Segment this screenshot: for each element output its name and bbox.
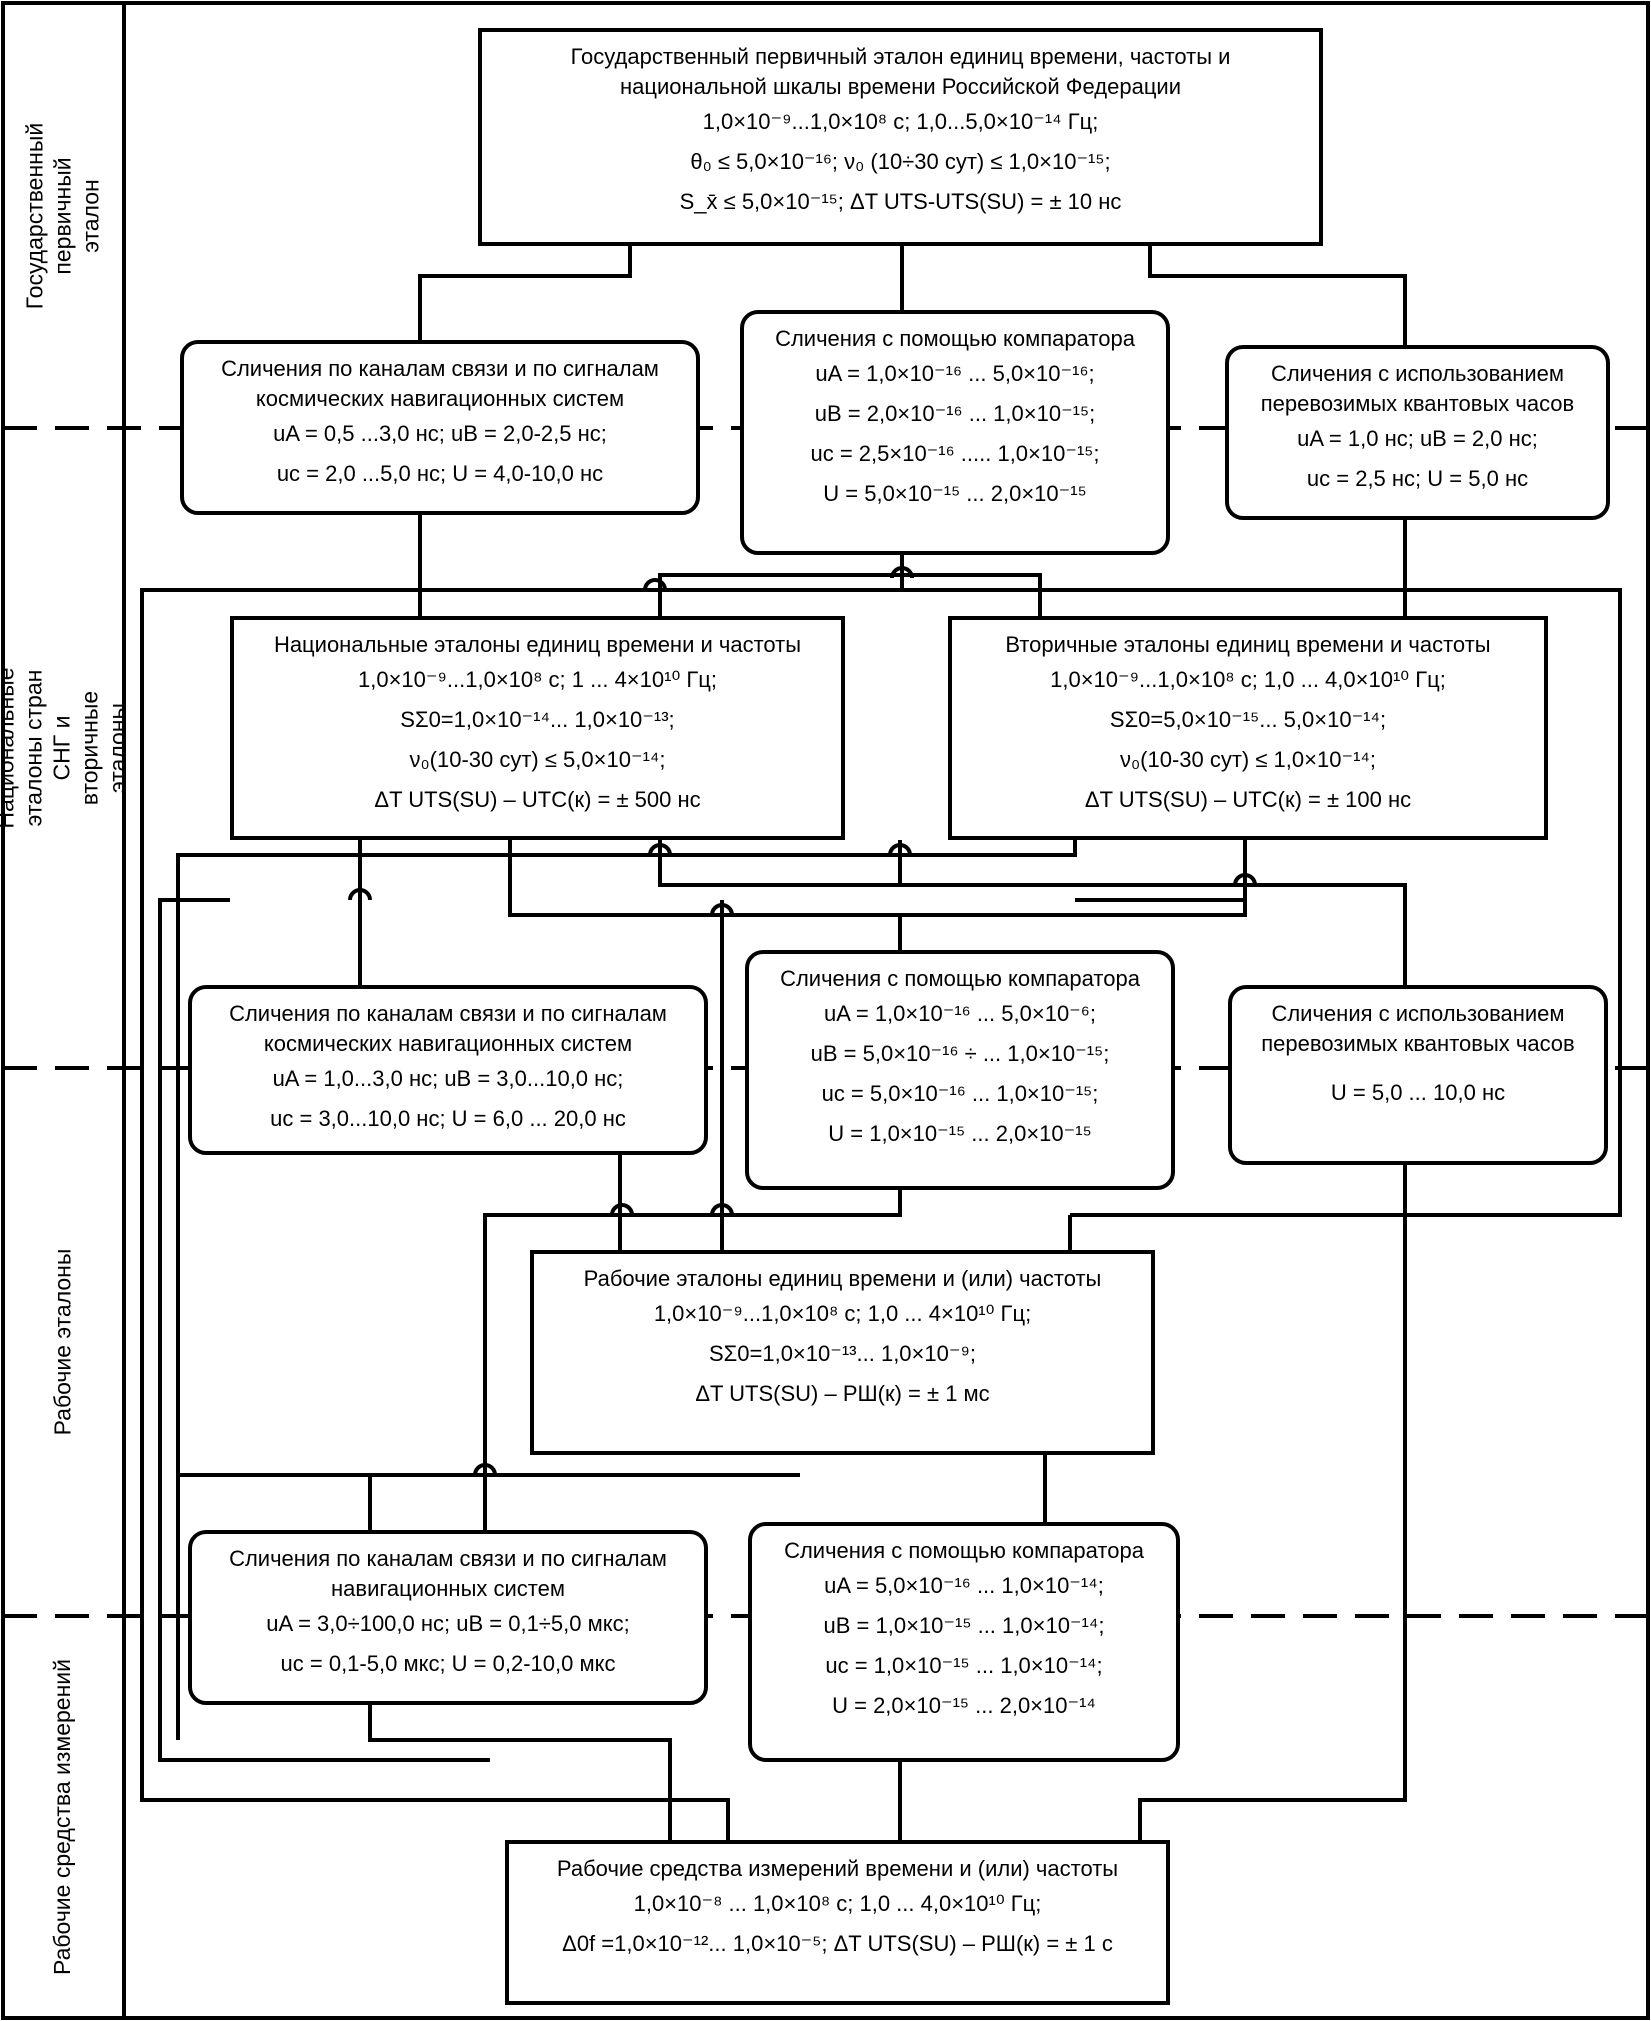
national-standards-box: Национальные эталоны единиц времени и ча… [230, 616, 845, 840]
box-title: Национальные эталоны единиц времени и ча… [273, 632, 802, 657]
primary-standard-box: Государственный первичный эталон единиц … [478, 28, 1323, 246]
box-title: Сличения по каналам связи и по сигналам … [229, 1001, 667, 1056]
box-line: uB = 5,0×10⁻¹⁶ ÷ ... 1,0×10⁻¹⁵; [810, 1041, 1110, 1066]
box-title: Сличения с помощью компаратора [775, 326, 1135, 351]
l2-quantum-clock-box: Сличения с использованием перевозимых кв… [1228, 985, 1608, 1165]
level-label-working: Рабочие эталоны [49, 1248, 75, 1436]
box-line: U = 1,0×10⁻¹⁵ ... 2,0×10⁻¹⁵ [828, 1121, 1092, 1146]
secondary-standards-box: Вторичные эталоны единиц времени и часто… [948, 616, 1548, 840]
box-title: Вторичные эталоны единиц времени и часто… [1005, 632, 1491, 657]
box-title: Сличения по каналам связи и по сигналам … [221, 356, 659, 411]
box-line: ΔT UTS(SU) – UTC(к) = ± 100 нс [1084, 787, 1412, 812]
box-line: uA = 1,0 нс; uB = 2,0 нс; [1297, 426, 1538, 451]
box-line: uc = 2,0 ...5,0 нс; U = 4,0-10,0 нс [276, 461, 604, 486]
box-line: uA = 3,0÷100,0 нс; uB = 0,1÷5,0 мкс; [266, 1611, 630, 1636]
box-title: Сличения по каналам связи и по сигналам … [229, 1546, 667, 1601]
box-line: ΔT UTS(SU) – РШ(к) = ± 1 мс [695, 1381, 990, 1406]
box-line: uc = 1,0×10⁻¹⁵ ... 1,0×10⁻¹⁴; [825, 1653, 1103, 1678]
box-line: SΣ0=1,0×10⁻¹³... 1,0×10⁻⁹; [708, 1341, 977, 1366]
box-title: Рабочие эталоны единиц времени и (или) ч… [583, 1266, 1102, 1291]
box-line: S_x̄ ≤ 5,0×10⁻¹⁵; ΔT UTS-UTS(SU) = ± 10 … [679, 189, 1122, 214]
box-line: uA = 1,0...3,0 нс; uB = 3,0...10,0 нс; [272, 1066, 624, 1091]
box-line: uc = 2,5 нс; U = 5,0 нс [1306, 466, 1529, 491]
box-line: uA = 0,5 ...3,0 нс; uB = 2,0-2,5 нс; [273, 421, 607, 446]
box-line: Δ0f =1,0×10⁻¹²... 1,0×10⁻⁵; ΔT UTS(SU) –… [562, 1931, 1113, 1956]
box-title: Сличения с помощью компаратора [784, 1538, 1144, 1563]
l1-comm-comparison-box: Сличения по каналам связи и по сигналам … [180, 340, 700, 515]
box-line: uA = 1,0×10⁻¹⁶ ... 5,0×10⁻⁶; [824, 1001, 1096, 1026]
box-line: ΔT UTS(SU) – UTC(к) = ± 500 нс [374, 787, 701, 812]
box-line: 1,0×10⁻⁸ ... 1,0×10⁸ с; 1,0 ... 4,0×10¹⁰… [633, 1891, 1042, 1916]
box-line: uB = 1,0×10⁻¹⁵ ... 1,0×10⁻¹⁴; [823, 1613, 1105, 1638]
box-line: U = 2,0×10⁻¹⁵ ... 2,0×10⁻¹⁴ [832, 1693, 1096, 1718]
box-title: Рабочие средства измерений времени и (ил… [556, 1856, 1119, 1881]
working-standards-box: Рабочие эталоны единиц времени и (или) ч… [530, 1250, 1155, 1455]
l2-comm-comparison-box: Сличения по каналам связи и по сигналам … [188, 985, 708, 1155]
box-title: Государственный первичный эталон единиц … [570, 44, 1231, 99]
l3-comm-comparison-box: Сличения по каналам связи и по сигналам … [188, 1530, 708, 1705]
l2-comparator-box: Сличения с помощью компаратора uA = 1,0×… [745, 950, 1175, 1190]
l1-quantum-clock-box: Сличения с использованием перевозимых кв… [1225, 345, 1610, 520]
box-title: Сличения с помощью компаратора [780, 966, 1140, 991]
box-line: U = 5,0 ... 10,0 нс [1330, 1080, 1506, 1105]
box-line: uc = 0,1-5,0 мкс; U = 0,2-10,0 мкс [280, 1651, 616, 1676]
l1-comparator-box: Сличения с помощью компаратора uA = 1,0×… [740, 310, 1170, 555]
l3-comparator-box: Сличения с помощью компаратора uA = 5,0×… [748, 1522, 1180, 1762]
box-line: ν₀(10-30 сут) ≤ 5,0×10⁻¹⁴; [409, 747, 666, 772]
box-line: 1,0×10⁻⁹...1,0×10⁸ с; 1,0 ... 4,0×10¹⁰ Г… [1050, 667, 1446, 692]
box-line: uB = 2,0×10⁻¹⁶ ... 1,0×10⁻¹⁵; [814, 401, 1096, 426]
box-line: 1,0×10⁻⁹...1,0×10⁸ с; 1 ... 4×10¹⁰ Гц; [357, 667, 718, 692]
box-line: U = 5,0×10⁻¹⁵ ... 2,0×10⁻¹⁵ [823, 481, 1087, 506]
working-instruments-box: Рабочие средства измерений времени и (ил… [505, 1840, 1170, 2005]
box-line: uc = 5,0×10⁻¹⁶ ... 1,0×10⁻¹⁵; [821, 1081, 1099, 1106]
box-title: Сличения с использованием перевозимых кв… [1260, 361, 1575, 416]
level-label-instruments: Рабочие средства измерений [49, 1659, 75, 1975]
box-line: SΣ0=5,0×10⁻¹⁵... 5,0×10⁻¹⁴; [1109, 707, 1387, 732]
box-line: uc = 2,5×10⁻¹⁶ ..... 1,0×10⁻¹⁵; [810, 441, 1100, 466]
box-line: uA = 1,0×10⁻¹⁶ ... 5,0×10⁻¹⁶; [815, 361, 1095, 386]
box-title: Сличения с использованием перевозимых кв… [1261, 1001, 1575, 1056]
box-line: 1,0×10⁻⁹...1,0×10⁸ с; 1,0 ... 4×10¹⁰ Гц; [653, 1301, 1032, 1326]
level-label-national: Национальные эталоны стран СНГ и вторичн… [0, 667, 132, 829]
box-line: SΣ0=1,0×10⁻¹⁴... 1,0×10⁻¹³; [400, 707, 675, 732]
box-line: uA = 5,0×10⁻¹⁶ ... 1,0×10⁻¹⁴; [824, 1573, 1104, 1598]
box-line: uc = 3,0...10,0 нс; U = 6,0 ... 20,0 нс [270, 1106, 626, 1131]
box-line: 1,0×10⁻⁹...1,0×10⁸ с; 1,0...5,0×10⁻¹⁴ Гц… [702, 109, 1099, 134]
level-label-primary: Государственный первичный эталон [21, 122, 104, 309]
box-line: ν₀(10-30 сут) ≤ 1,0×10⁻¹⁴; [1120, 747, 1376, 772]
box-line: θ₀ ≤ 5,0×10⁻¹⁶; ν₀ (10÷30 сут) ≤ 1,0×10⁻… [690, 149, 1111, 174]
